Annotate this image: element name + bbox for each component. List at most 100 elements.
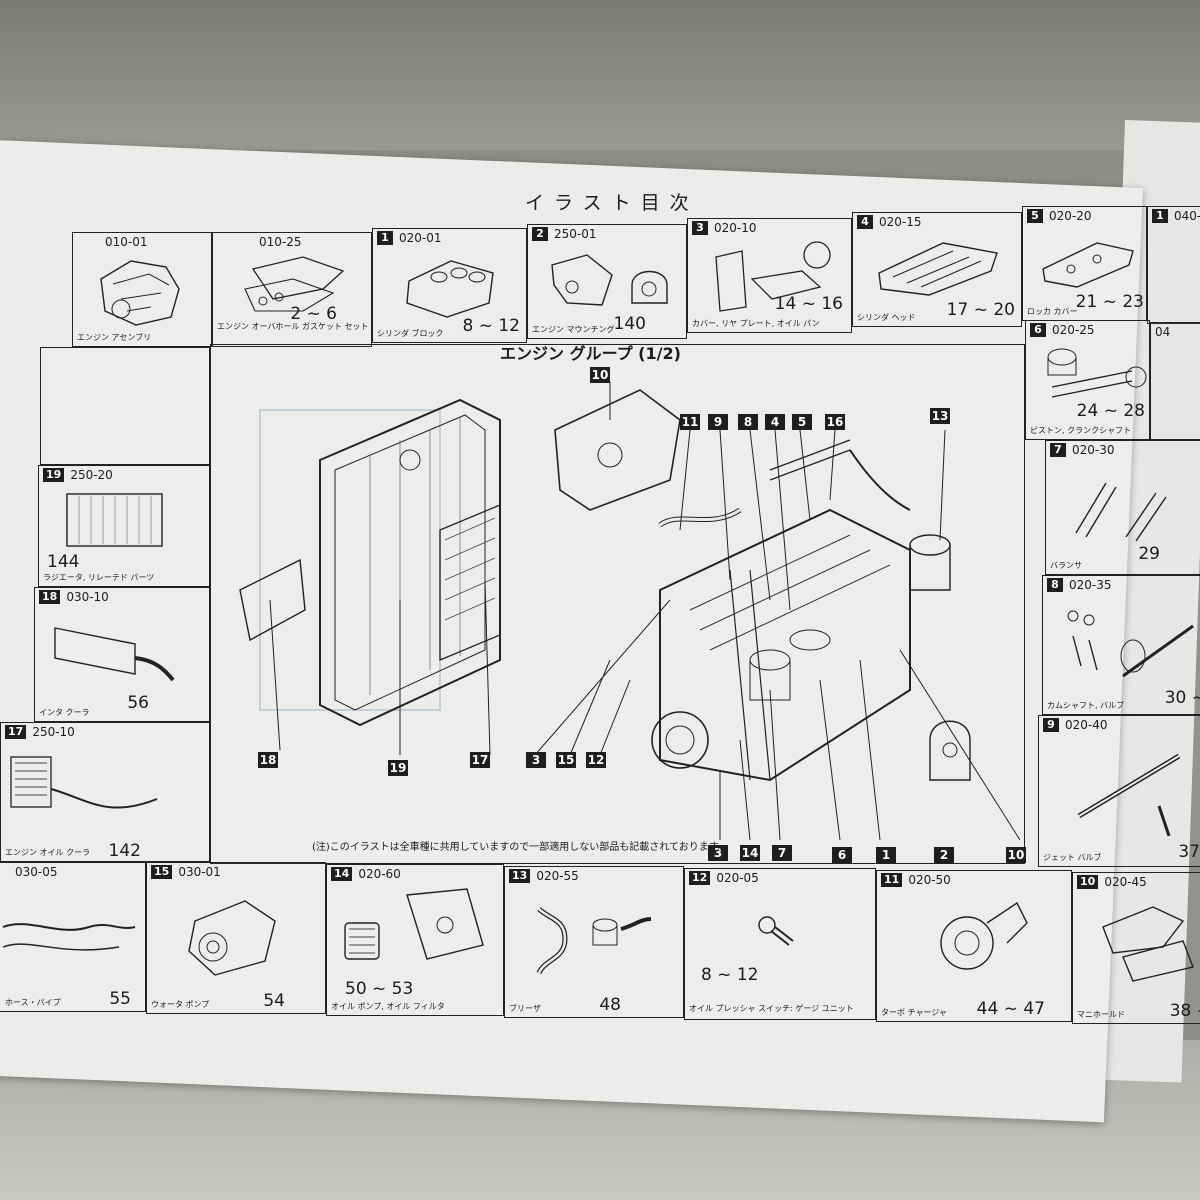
part-name: マニホールド [1077,1010,1125,1019]
part-name: エンジン アセンブリ [77,333,152,342]
balancer-illustration [1075,482,1167,542]
callout-12: 12 [586,752,606,768]
index-badge: 10 [1077,875,1099,889]
callout-6: 6 [832,847,852,863]
camshaft-illustration [1067,610,1194,678]
page-range: 24 ~ 28 [1076,401,1145,421]
intercooler-illustration [54,627,175,682]
part-code: 020-15 [879,215,922,229]
page-range: 17 ~ 20 [946,300,1015,320]
part-code: 020-50 [908,873,951,887]
rocker-cover-illustration [1042,242,1134,288]
page-range: 144 [47,552,80,572]
page-range: 29 [1138,544,1160,564]
turbo-illustration [940,901,1028,970]
part-code: 020-55 [536,869,579,883]
page-range: 38 ~ [1169,1001,1200,1021]
cell-partial-right-6: 04 [1150,322,1200,440]
cylinder-head-illustration [878,242,998,296]
page-range: 44 ~ 47 [976,999,1045,1019]
page-range: 2 ~ 6 [290,304,337,324]
hose-pipe-illustration [2,923,136,951]
part-code: 250-10 [32,725,75,739]
cell-overhaul-gasket-set[interactable]: 010-25 エンジン オーバホール ガスケット セット 2 ~ 6 [212,232,372,347]
part-code: 04 [1155,325,1171,339]
part-name: エンジン オーバホール ガスケット セット [217,322,369,331]
part-code: 030-10 [66,590,109,604]
cylinder-block-illustration [406,260,494,318]
index-badge: 1 [377,231,393,245]
part-code: 020-40 [1065,718,1108,732]
part-name: シリンダ ヘッド [857,313,916,322]
index-badge: 15 [151,865,173,879]
part-code: 020-45 [1104,875,1147,889]
part-name: シリンダ ブロック [377,329,444,338]
index-badge: 2 [532,227,548,241]
page-range: 142 [108,841,141,861]
index-badge: 11 [881,873,903,887]
callout-8: 8 [738,414,758,430]
part-code: 020-30 [1072,443,1115,457]
part-code: 250-01 [554,227,597,241]
crankshaft-illustration [1047,348,1147,398]
index-badge: 14 [331,867,353,881]
water-pump-illustration [188,900,276,976]
callout-3b: 3 [708,845,728,861]
part-name: ピストン, クランクシャフト [1030,426,1132,435]
part-code: 020-25 [1052,323,1095,337]
part-code: 030-05 [15,865,58,879]
oil-cooler-illustration [10,756,158,809]
cell-left-empty [40,347,210,465]
index-badge: 18 [39,590,61,604]
part-name: オイル プレッシャ スイッチ: ゲージ ユニット [689,1004,854,1013]
engine-mount-illustration [551,254,668,306]
index-badge: 13 [509,869,531,883]
callout-14: 14 [740,845,760,861]
manifold-illustration [1102,906,1194,982]
part-name: ジェット バルブ [1043,853,1102,862]
callout-9: 9 [708,414,728,430]
page-range: 55 [109,989,131,1009]
part-code: 250-20 [70,468,113,482]
oil-filter-illustration [344,888,484,960]
callout-16: 16 [825,414,845,430]
callout-7: 7 [772,845,792,861]
part-name: バランサ [1050,561,1082,570]
part-code: 020-10 [714,221,757,235]
part-name: カバー, リヤ プレート, オイル パン [692,319,820,328]
part-name: カムシャフト, バルブ [1047,701,1125,710]
cell-engine-assembly[interactable]: 010-01 エンジン アセンブリ [72,232,212,347]
part-name: ロッカ カバー [1027,307,1078,316]
index-badge: 17 [5,725,27,739]
pressure-switch-illustration [758,916,794,946]
callout-10: 10 [590,367,610,383]
part-name: オイル ポンプ, オイル フィルタ [331,1002,445,1011]
cell-manifold[interactable]: 10 020-45 マニホールド 38 ~ [1072,872,1200,1024]
jet-valve-illustration [1077,753,1181,836]
page-range: 140 [613,314,646,334]
callout-13: 13 [930,408,950,424]
cell-hose-pipe[interactable]: 030-05 ホース・パイプ 55 [0,862,146,1012]
callout-18: 18 [258,752,278,768]
page-range: 14 ~ 16 [774,294,843,314]
radiator-illustration [66,493,163,547]
part-code: 010-01 [105,235,148,249]
